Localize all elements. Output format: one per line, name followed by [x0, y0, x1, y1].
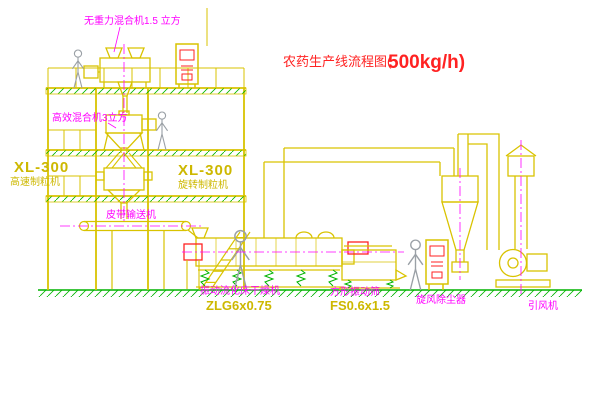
operator-figure-top [71, 49, 85, 89]
high-efficiency-mixer [103, 110, 157, 153]
drawing-title: 农药生产线流程图( [283, 54, 392, 69]
sieve-feed-box [347, 241, 369, 255]
label-cyclone: 旋风除尘器 [416, 293, 466, 306]
label-granulator-left-name: 高速制粒机 [10, 175, 60, 188]
granulator [95, 167, 153, 219]
label-high-eff-mixer: 高效混合机3立方 [52, 111, 128, 124]
centerlines [60, 44, 522, 296]
label-dryer-name: 振动流化床干燥机 [200, 284, 280, 297]
sieve-springs [343, 279, 395, 289]
dryer-feed-box [183, 243, 203, 289]
label-gravity-mixer: 无重力混合机1.5 立方 [84, 14, 181, 27]
label-belt-conveyor: 皮带输送机 [106, 208, 156, 221]
access-stair [201, 231, 251, 289]
label-sieve-model: FS0.6x1.5 [330, 298, 390, 313]
drawing-title-capacity: 500kg/h) [388, 52, 465, 73]
control-cabinet-lower [425, 239, 449, 290]
operator-figure-mid [155, 111, 169, 151]
label-leader-lines [107, 26, 121, 129]
ductwork [263, 133, 500, 250]
structure-railings [47, 8, 245, 196]
label-fan: 引风机 [528, 299, 558, 312]
label-granulator-left-model: XL-300 [14, 159, 69, 176]
label-sieve-name: 方形振动筛 [330, 285, 380, 298]
induced-draft-fan [495, 248, 551, 288]
label-dryer-model: ZLG6x0.75 [206, 298, 272, 313]
label-granulator-center-name: 旋转制粒机 [178, 178, 228, 191]
label-granulator-center-model: XL-300 [178, 162, 233, 179]
ground-line [38, 289, 582, 297]
dryer-springs [199, 269, 339, 287]
control-cabinet-upper [175, 43, 199, 88]
gravity-mixer [83, 47, 151, 113]
operator-figure-ground-right [407, 239, 424, 291]
y-chute [105, 152, 143, 169]
belt-conveyor [78, 220, 199, 289]
